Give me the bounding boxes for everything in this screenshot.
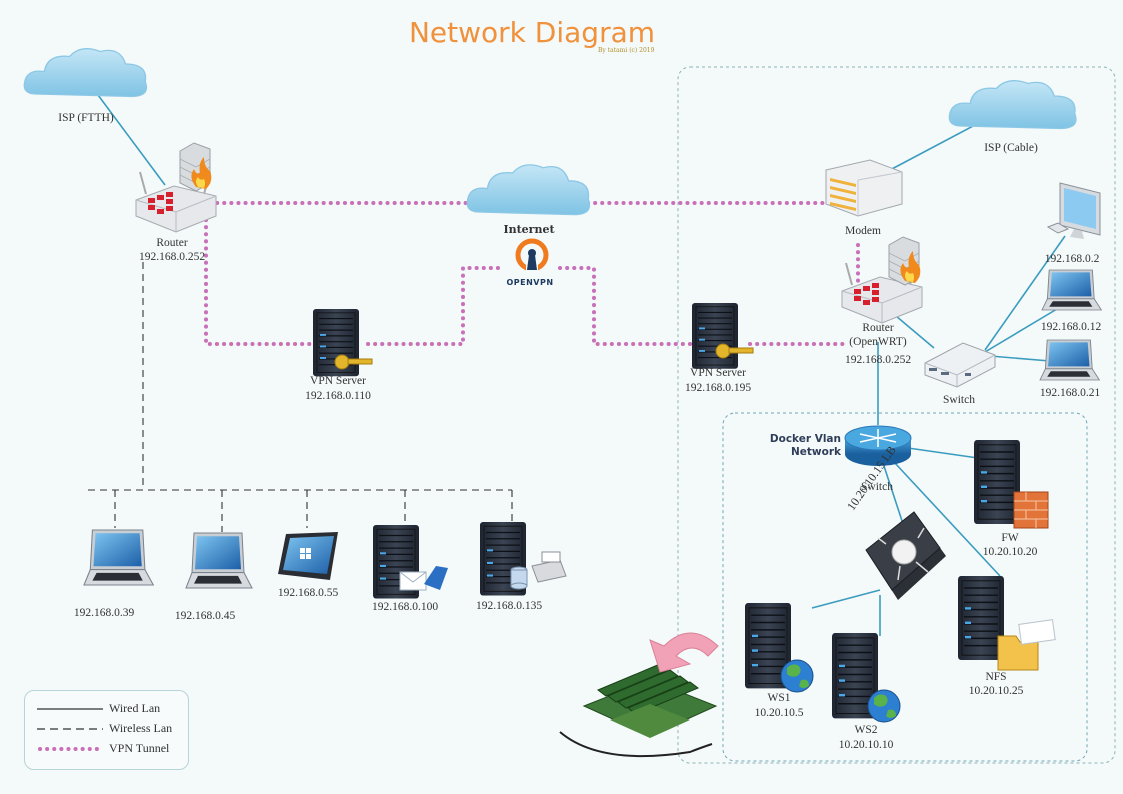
wire-isp-cable-modem [889,124,976,171]
brick-wall-icon [1013,491,1049,529]
key-icon-right [715,343,754,359]
cloud-icon-isp-cable [948,79,1077,130]
modem-icon [825,159,903,217]
wire-docker-switch-nfs [893,461,1001,577]
vpn-server-left-label: VPN Server [310,375,366,387]
docker-switch-label: Switch [861,481,893,493]
nfs-label: NFS [985,671,1007,683]
key-icon-left [334,354,373,370]
router-left-ip: 192.168.0.252 [138,251,206,263]
wl-tablet-ip: 192.168.0.55 [277,587,339,599]
switch-icon-top [924,342,996,388]
ws1-globe-icon [780,659,814,693]
mail-media-icon [399,566,448,591]
docker-network-label: Docker Vlan Network [769,433,841,458]
legend-wired: Wired Lan [25,700,188,718]
wire-switch-laptop1 [984,305,1063,353]
vpn-tunnels [204,201,860,346]
legend-wireless-label: Wireless Lan [109,721,173,735]
wl-laptop2-ip: 192.168.0.45 [174,610,236,622]
laptop-icon-r1 [1041,269,1102,311]
legend-vpn-line [38,747,103,751]
laptop-r1-ip: 192.168.0.12 [1040,321,1102,333]
fw-server-icon [973,439,1021,525]
wire-docker-switch-fw [907,447,979,459]
legend: Wired Lan Wireless Lan VPN Tunnel [24,690,189,770]
vpn-server-left-ip: 192.168.0.110 [305,390,371,402]
vpn-server-right-ip: 192.168.0.195 [684,382,752,394]
curved-arrow-icon [649,632,719,673]
docker-switch-icon [844,425,912,466]
laptop-icon-wl2 [185,532,253,589]
fw-label: FW [1001,532,1019,544]
openvpn-logo-icon [515,238,549,272]
legend-wireless: Wireless Lan [25,720,188,738]
ws2-globe-icon [867,689,901,723]
vpn-server-icon-right [691,302,739,370]
legend-wired-line [37,708,103,710]
load-balancer-icon [865,511,946,600]
nfs-server-icon [957,575,1005,661]
legend-wired-label: Wired Lan [109,701,161,715]
vpn-server-right-label: VPN Server [690,367,746,379]
docker-vlan-boundary [722,412,1088,762]
laptop-r2-ip: 192.168.0.21 [1039,387,1101,399]
ws2-label: WS2 [854,724,878,736]
cloud-icon-isp-ftth [23,47,148,98]
diagram-title: Network Diagram [408,16,656,49]
router-openwrt-label: Router (OpenWRT) [849,322,907,348]
wl-media-server-ip: 192.168.0.100 [371,601,439,613]
router-left-label: Router [156,237,188,249]
wire-lb-ws1 [811,589,881,609]
firewall-icon-openwrt [888,236,921,286]
diagram-credit: By tatami (c) 2019 [598,47,655,54]
wire-docker-switch-lb [883,465,906,531]
wl-laptop1-ip: 192.168.0.39 [73,607,135,619]
nfs-ip: 10.20.10.25 [968,685,1024,697]
laptop-icon-r2 [1039,339,1100,381]
ws1-ip: 10.20.10.5 [754,707,804,719]
wire-switch-pc [984,235,1066,351]
router-openwrt-ip: 192.168.0.252 [844,354,912,366]
legend-vpn: VPN Tunnel [25,740,188,758]
switch-top-label: Switch [943,394,975,406]
isp-cable-label: ISP (Cable) [984,142,1038,154]
ws2-ip: 10.20.10.10 [838,739,894,751]
openwrt-site-boundary [677,66,1116,764]
legend-wireless-line [37,728,103,730]
ws1-label: WS1 [767,692,791,704]
wire-router-switch [895,315,935,349]
fw-ip: 10.20.10.20 [982,546,1038,558]
raspberry-pi-cluster-icon [559,663,718,757]
pc-ip: 192.168.0.2 [1044,253,1100,265]
wl-db-server-ip: 192.168.0.135 [475,600,543,612]
openvpn-wordmark: OPENVPN [506,278,554,287]
desktop-pc-icon [1046,182,1101,239]
internet-label: Internet [503,223,555,236]
database-printer-icon [510,551,567,590]
folder-icon [997,619,1056,671]
cloud-icon-internet [466,164,591,216]
isp-ftth-label: ISP (FTTH) [58,112,114,124]
wire-isp-ftth-router [97,94,166,186]
modem-label: Modem [845,225,881,237]
laptop-icon-wl1 [83,529,154,586]
wireless-lan-tree [88,262,513,532]
tablet-icon [278,532,338,580]
firewall-icon-left [179,142,212,192]
legend-vpn-label: VPN Tunnel [109,741,170,755]
